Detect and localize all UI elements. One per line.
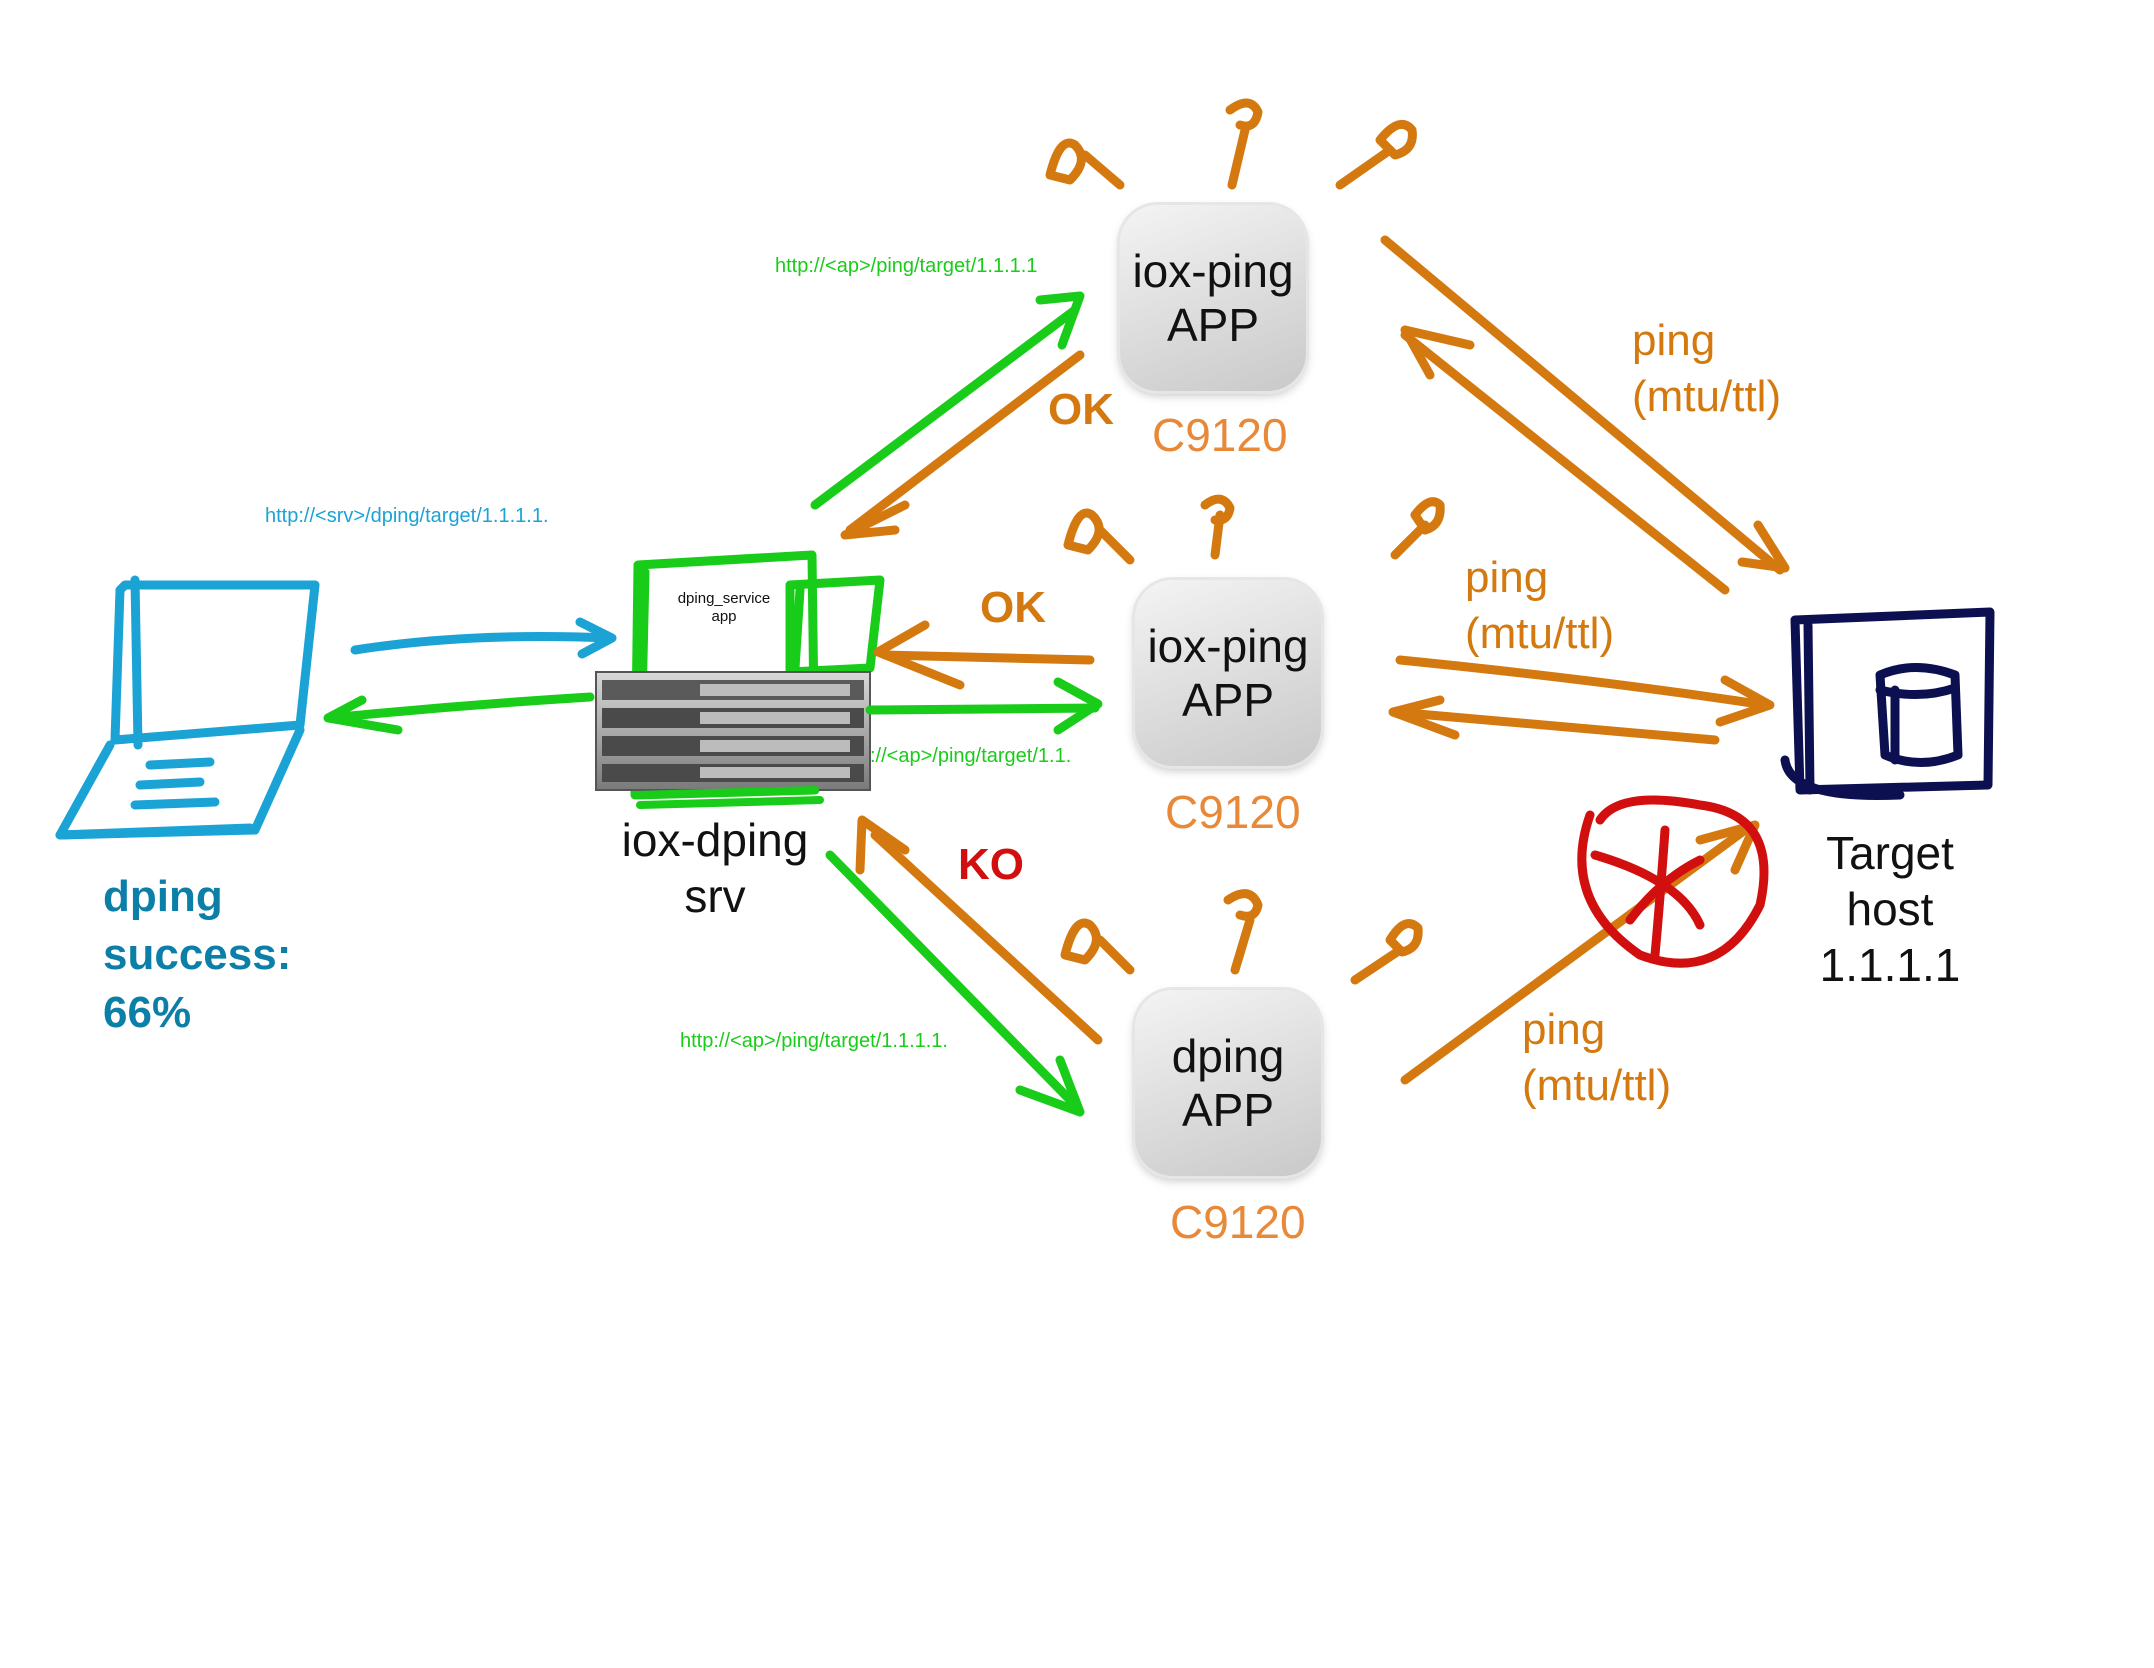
ping-label-bottom-line1: ping [1522, 1005, 1606, 1054]
server-app-line1: dping_service [677, 590, 771, 607]
ap-top-line1: iox-ping [1132, 245, 1294, 297]
url-top-ap: http://<ap>/ping/target/1.1.1.1 [775, 255, 1038, 277]
target-line2: host [1846, 883, 1934, 935]
target-line3: 1.1.1.1 [1819, 939, 1961, 991]
client-line1: dping [103, 872, 223, 921]
database-icon [1780, 607, 1995, 801]
client-success-label: dping success: 66% [103, 868, 291, 1042]
client-line2: success: [103, 930, 292, 979]
server-app-box-base [631, 786, 824, 809]
ping-label-top-line2: (mtu/ttl) [1632, 372, 1782, 421]
ping-label-middle-line2: (mtu/ttl) [1465, 609, 1615, 658]
client-line3: 66% [103, 988, 192, 1037]
ap-top-line2: APP [1166, 299, 1260, 351]
ping-label-middle: ping (mtu/ttl) [1465, 550, 1614, 662]
server-app-line2: app [711, 608, 737, 625]
ap-bottom-line2: APP [1181, 1084, 1275, 1136]
ping-arrows [1380, 235, 1790, 1085]
switch-icon [595, 671, 871, 791]
ping-label-top: ping (mtu/ttl) [1632, 313, 1781, 425]
ap-bottom-box: dping APP [1135, 990, 1321, 1176]
target-host-label: Target host 1.1.1.1 [1790, 825, 1990, 993]
ap-middle-model: C9120 [1165, 786, 1301, 838]
client-server-arrows [323, 617, 617, 735]
server-name-line2: srv [684, 870, 746, 922]
ap-top-box: iox-ping APP [1120, 205, 1306, 391]
url-middle-ap: ://<ap>/ping/target/1.1. [870, 745, 1072, 767]
ap-bottom-reply: KO [958, 840, 1024, 889]
antenna-icon [1045, 98, 1445, 985]
ping-label-top-line1: ping [1632, 316, 1716, 365]
ap-bottom-line1: dping [1171, 1030, 1285, 1082]
server-name-line1: iox-dping [621, 814, 809, 866]
url-client: http://<srv>/dping/target/1.1.1.1. [265, 505, 549, 527]
request-arrows [810, 291, 1103, 1117]
ping-label-bottom-line2: (mtu/ttl) [1522, 1061, 1672, 1110]
ping-label-middle-line1: ping [1465, 553, 1549, 602]
ap-middle-line2: APP [1181, 674, 1275, 726]
laptop-icon [55, 575, 320, 840]
target-line1: Target [1826, 827, 1954, 879]
server-name: iox-dping srv [610, 812, 820, 924]
server-app-label: dping_service app [665, 590, 783, 626]
fail-cross-icon [1577, 795, 1769, 968]
ping-label-bottom: ping (mtu/ttl) [1522, 1002, 1671, 1114]
ap-middle-reply: OK [980, 583, 1046, 632]
reply-arrows [840, 350, 1103, 1045]
ap-middle-box: iox-ping APP [1135, 580, 1321, 766]
ap-bottom-model: C9120 [1170, 1196, 1306, 1248]
url-bottom-ap: http://<ap>/ping/target/1.1.1.1. [680, 1030, 948, 1052]
ap-top-model: C9120 [1152, 409, 1288, 461]
ap-top-reply: OK [1048, 385, 1114, 429]
ap-middle-line1: iox-ping [1147, 620, 1309, 672]
